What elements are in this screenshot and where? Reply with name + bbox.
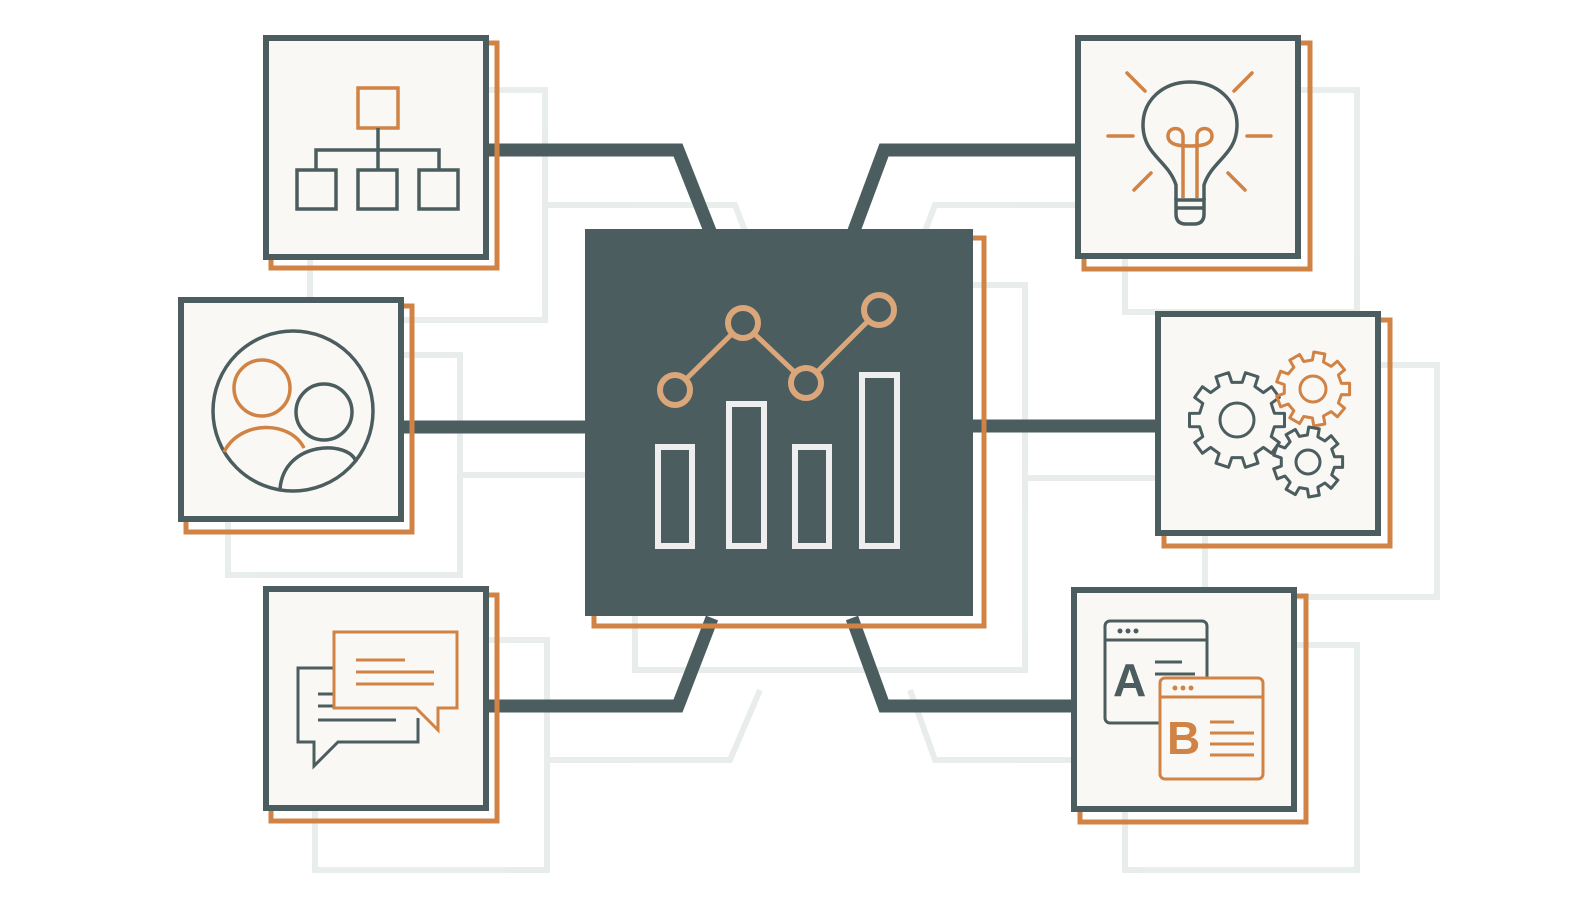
idea-node <box>1075 35 1313 272</box>
gear-large <box>1188 371 1286 469</box>
ab-test-icon: A B <box>1103 619 1265 781</box>
hub-card <box>585 229 987 629</box>
trend-point <box>657 372 693 408</box>
connector-ab-test <box>845 615 1076 713</box>
org-chart-icon <box>295 86 460 211</box>
card-body <box>263 35 489 260</box>
gear-orange <box>1275 350 1352 428</box>
card-body <box>178 297 404 522</box>
trend-point <box>788 365 824 401</box>
users-icon <box>211 329 375 493</box>
connector-chat <box>488 615 719 713</box>
connectors <box>402 143 1158 713</box>
shadow-connector <box>545 688 763 763</box>
variant-a-label: A <box>1113 654 1146 706</box>
shadow-connector <box>907 688 1125 763</box>
trend-line <box>673 308 881 392</box>
bar-3 <box>792 444 832 549</box>
chat-bubbles-icon <box>296 630 459 770</box>
trend-point <box>861 292 897 328</box>
ab-test-node: A B <box>1071 587 1309 825</box>
gear-small <box>1272 425 1345 499</box>
bar-1 <box>655 444 695 549</box>
bar-2 <box>726 401 767 549</box>
connector-org-chart <box>488 143 719 239</box>
trend-point <box>725 305 761 341</box>
variant-b-label: B <box>1167 712 1200 764</box>
lightbulb-icon <box>1106 71 1273 226</box>
settings-node <box>1155 311 1393 549</box>
org-chart-node <box>263 35 500 271</box>
gears-icon <box>1188 350 1352 499</box>
bar-4 <box>859 372 900 549</box>
chat-node <box>263 586 500 824</box>
analytics-chart-icon <box>655 292 900 549</box>
team-node <box>178 297 415 535</box>
card-body <box>1155 311 1381 536</box>
hub-card-body <box>585 229 973 616</box>
connector-idea <box>845 143 1079 239</box>
